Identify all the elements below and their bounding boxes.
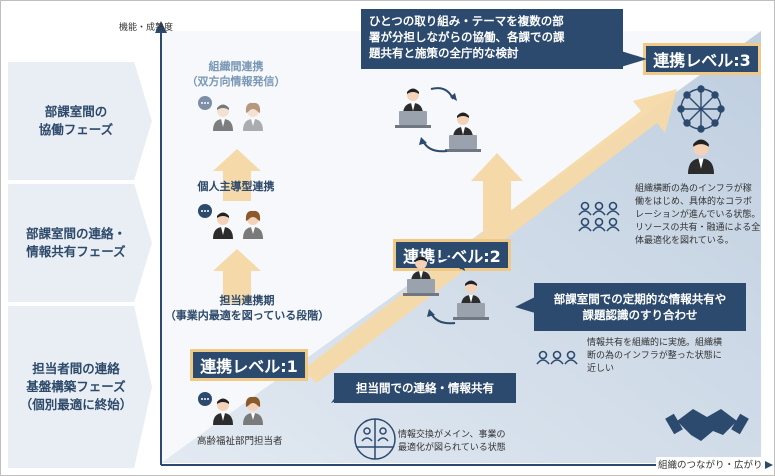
people-group-level2-icon	[536, 350, 578, 365]
stage-org-collaboration: 組織間連携 （双方向情報発信）	[186, 60, 286, 88]
phase-information-sharing: 部課室間の連絡・ 情報共有フェーズ	[25, 226, 126, 259]
note-level-1: 情報交換がメイン、事業の 最適化が図られている状態	[398, 430, 506, 453]
phase-foundation: 担当者間の連絡 基盤構築フェーズ （個別最適に終始）	[19, 361, 133, 412]
staff-pair-org-icon	[198, 96, 263, 131]
staff-pair-level1-icon	[198, 392, 263, 425]
note-level-3: 組織横断の為のインフラが稼 働をはじめ、具体的なコラボ レーションが進んでいる状…	[635, 184, 761, 246]
team-circle-icon	[354, 418, 396, 460]
main-diagonal-arrow	[301, 89, 677, 383]
y-axis-label: 機能・成熟度	[119, 23, 174, 33]
bubble-level-1: 担当間での連絡・情報共有	[334, 373, 516, 403]
handshake-icon	[665, 409, 749, 441]
bubble-level-2: 部課室間での定期的な情報共有や 課題認識のすり合わせ	[534, 283, 746, 331]
note-level-2: 情報共有を組織的に実施。組織横 断の為のインフラが整った状態に 近しい	[587, 338, 723, 374]
x-axis-label: 組織のつながり・広がり	[656, 457, 765, 471]
level-1-badge: 連携レベル:1	[190, 349, 308, 381]
leader-icon	[687, 139, 714, 174]
up-arrow-middle	[213, 149, 261, 201]
desk-pair-level2-icon	[403, 256, 489, 325]
level-2-badge: 連携レベル:2	[393, 239, 511, 271]
staff-pair-individual-icon	[198, 204, 263, 239]
up-arrow-lower	[213, 249, 261, 303]
phase-cooperation: 部課室間の 協働フェーズ	[38, 104, 114, 137]
bubble-level-3: ひとつの取り組み・テーマを複数の部 署が分担しながらの協働、各課での課 題共有と…	[361, 9, 623, 69]
stage-staff-collaboration: 担当連携期 （事業内最適を図っている段階）	[164, 294, 330, 322]
phase-panels	[7, 61, 155, 470]
network-icon	[677, 85, 725, 133]
y-axis-arrowhead	[155, 21, 167, 33]
desk-pair-level3-icon	[395, 87, 481, 153]
up-arrow-center	[471, 153, 523, 233]
level-3-badge: 連携レベル:3	[643, 43, 761, 75]
stage-individual-led: 個人主導型連携	[197, 180, 275, 193]
people-group-level3-icon	[578, 201, 620, 232]
staff-caption: 高齢福祉部門担当者	[197, 436, 283, 447]
